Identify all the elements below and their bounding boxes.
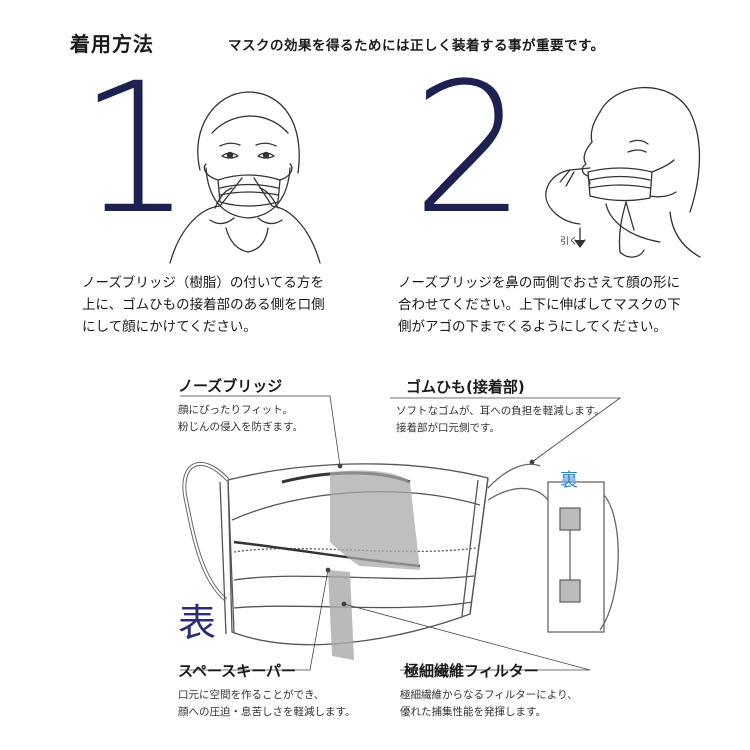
ear-loop-title: ゴムひも(接着部) xyxy=(406,376,605,397)
callout-filter: 極細繊維フィルター 極細繊維からなるフィルターにより、 優れた捕集性能を発揮しま… xyxy=(400,660,578,721)
space-keeper-title: スペースキーパー xyxy=(178,660,355,681)
callout-ear-loop: ゴムひも(接着部) ソフトなゴムが、耳への負担を軽減します。 接着部が口元側です… xyxy=(396,376,605,437)
callout-space-keeper: スペースキーパー 口元に空間を作ることができ、 顔への圧迫・息苦しさを軽減します… xyxy=(178,660,355,721)
nose-bridge-title: ノーズブリッジ xyxy=(178,375,303,396)
step-1-illustration xyxy=(160,78,330,268)
step-2-description: ノーズブリッジを鼻の両側でおさえて顔の形に 合わせてください。上下に伸ばしてマス… xyxy=(398,272,681,338)
front-label: 表 xyxy=(178,592,216,647)
step-1-description: ノーズブリッジ（樹脂）の付いてる方を 上に、ゴムひもの接着部のある側を口側 にし… xyxy=(82,272,325,338)
back-label: 裏 xyxy=(560,466,578,492)
callout-nose-bridge: ノーズブリッジ 顔にぴったりフィット。 粉じんの侵入を防ぎます。 xyxy=(178,375,303,436)
step-2-illustration: 引く xyxy=(530,72,710,267)
filter-title: 極細繊維フィルター xyxy=(404,660,578,681)
step-2-number: 2 xyxy=(412,60,527,240)
pull-label: 引く xyxy=(560,236,578,247)
mask-diagram xyxy=(0,370,750,750)
